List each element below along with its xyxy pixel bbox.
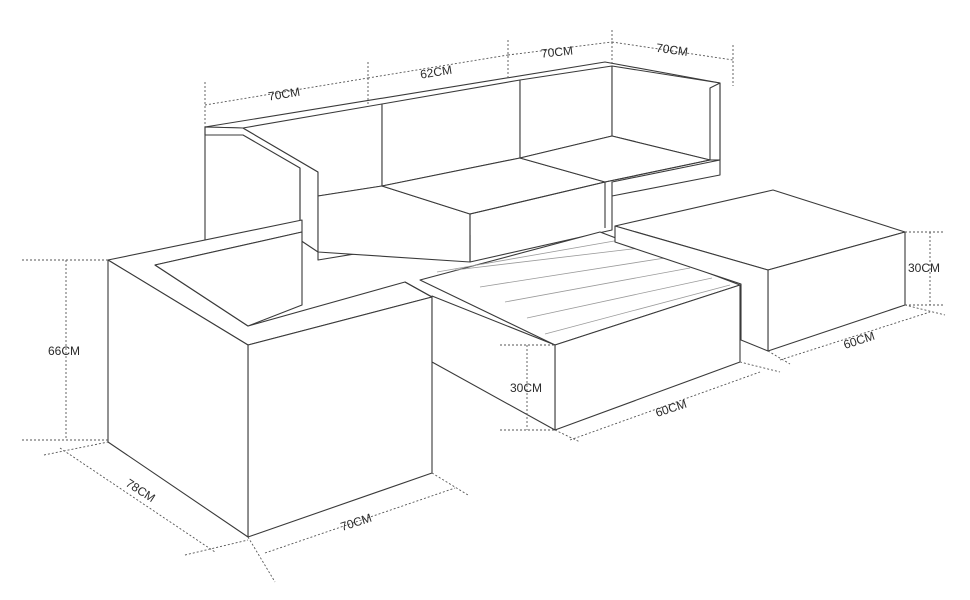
label-sofa-width-middle: 62CM xyxy=(419,63,453,82)
label-corner-depth: 70CM xyxy=(655,41,689,59)
armchair-back xyxy=(154,231,303,327)
sofa-right-arm xyxy=(611,65,721,161)
label-ottoman-width: 60CM xyxy=(842,329,877,352)
label-chair-width: 70CM xyxy=(339,511,374,534)
table-top-slats xyxy=(436,239,731,335)
label-sofa-width-left: 70CM xyxy=(267,85,301,104)
coffee-table xyxy=(419,231,741,431)
label-sofa-width-right: 70CM xyxy=(540,43,573,60)
label-chair-height: 66CM xyxy=(48,344,80,358)
label-table-height: 30CM xyxy=(510,381,542,395)
ottoman-side-face xyxy=(614,225,769,352)
dimension-lines xyxy=(22,30,946,583)
label-table-width: 60CM xyxy=(654,397,689,420)
armchair xyxy=(107,219,433,538)
corner-sofa xyxy=(204,61,721,263)
label-ottoman-height: 30CM xyxy=(908,261,940,275)
label-chair-depth: 78CM xyxy=(123,476,157,505)
ottoman xyxy=(614,189,906,352)
